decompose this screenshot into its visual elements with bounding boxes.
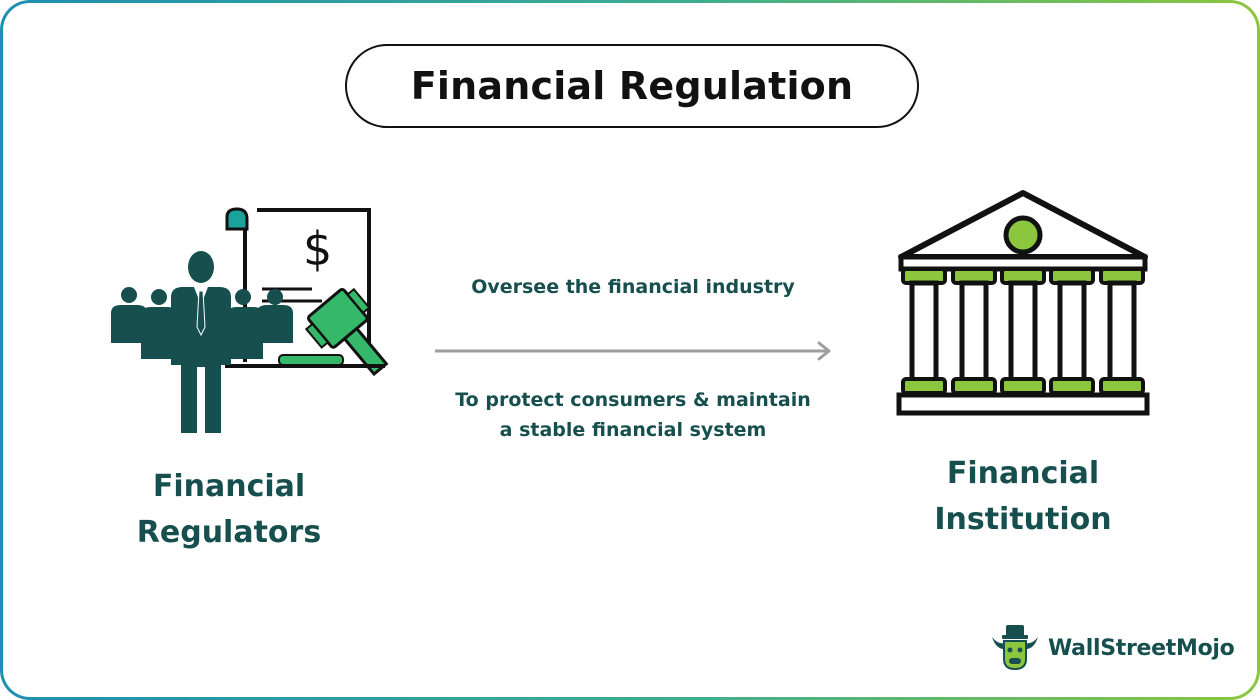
node-label-line: Financial: [946, 456, 1100, 491]
node-financial-institution: Financial Institution: [883, 451, 1163, 543]
dollar-sign: $: [303, 222, 332, 276]
edge-label-line: To protect consumers & maintain: [455, 389, 811, 411]
node-label-line: Regulators: [136, 515, 322, 550]
brand-logo: WallStreetMojo: [988, 623, 1235, 673]
arrow-right-icon: [435, 341, 831, 361]
edge-label-top: Oversee the financial industry: [471, 276, 795, 298]
regulators-gavel-icon: $: [111, 207, 389, 433]
edge-label-line: a stable financial system: [499, 419, 767, 441]
bull-mascot-icon: [992, 625, 1038, 671]
node-label-line: Institution: [934, 502, 1112, 537]
page-title: Financial Regulation: [410, 64, 854, 108]
diagram-canvas: Financial Regulation $: [3, 3, 1257, 697]
title-box: Financial Regulation: [345, 44, 919, 128]
node-label-line: Financial: [152, 469, 306, 504]
edge-label-bottom: To protect consumers & maintain a stable…: [433, 385, 833, 445]
brand-name: WallStreetMojo: [1048, 635, 1235, 661]
bank-building-icon: [896, 190, 1150, 416]
node-financial-regulators: Financial Regulators: [89, 464, 369, 556]
